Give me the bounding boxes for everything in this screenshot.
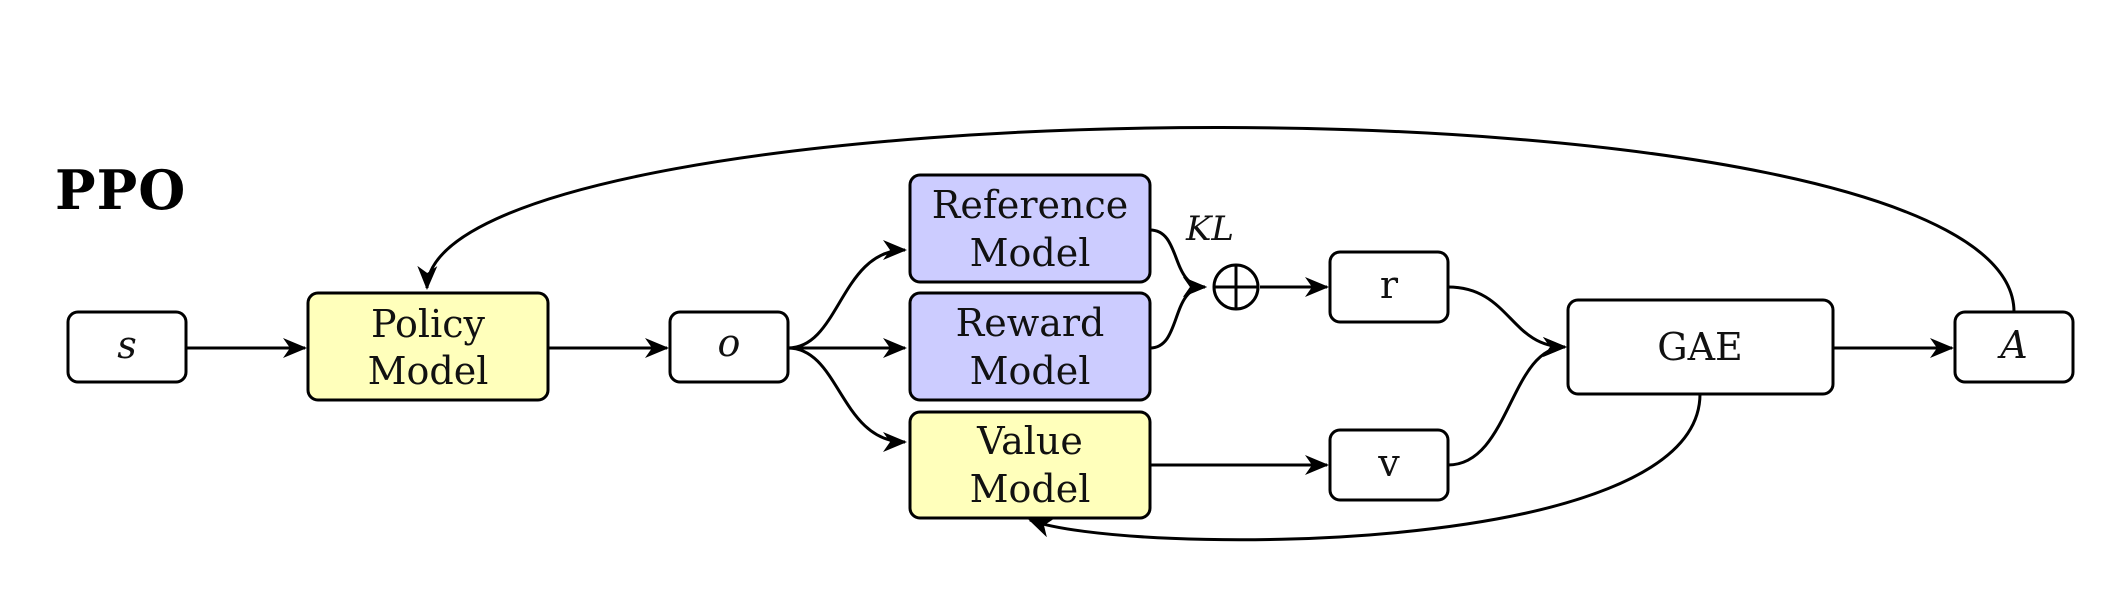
node-a: A	[1953, 310, 2075, 384]
node-reward-label-line1: Reward	[956, 301, 1105, 345]
node-reward-model: Reward Model	[908, 291, 1152, 402]
edge-reward-to-sum	[1149, 277, 1207, 350]
edge-gae-to-value	[1028, 393, 1702, 542]
node-value-label-line2: Model	[970, 467, 1091, 511]
edge-r-to-gae	[1447, 285, 1567, 357]
node-value-label-line1: Value	[976, 419, 1083, 463]
node-r: r	[1328, 250, 1450, 324]
node-o: o	[668, 310, 790, 384]
node-value-model: Value Model	[908, 410, 1152, 520]
node-gae: GAE	[1566, 298, 1835, 396]
node-gae-label: GAE	[1657, 325, 1743, 369]
node-reward-label-line2: Model	[970, 349, 1091, 393]
edge-o-to-value	[787, 346, 907, 452]
edge-v-to-gae	[1447, 337, 1567, 467]
node-o-label: o	[718, 321, 741, 365]
diagram-title: PPO	[55, 158, 187, 222]
node-reference-model: Reference Model	[908, 173, 1152, 284]
edge-o-to-reference	[787, 240, 907, 350]
node-reference-label-line2: Model	[970, 231, 1091, 275]
node-a-label: A	[1997, 323, 2027, 367]
node-policy-label-line1: Policy	[371, 302, 485, 346]
node-s-label: s	[117, 323, 137, 367]
node-policy-label-line2: Model	[368, 349, 489, 393]
kl-sum-operator	[1212, 263, 1260, 311]
node-v: v	[1328, 428, 1450, 502]
kl-label: KL	[1185, 209, 1234, 249]
node-v-label: v	[1377, 441, 1400, 485]
node-reference-label-line1: Reference	[932, 183, 1129, 227]
node-policy-model: Policy Model	[306, 291, 550, 402]
edge-a-to-policy	[417, 126, 2016, 313]
node-s: s	[66, 310, 188, 384]
node-r-label: r	[1380, 263, 1399, 307]
